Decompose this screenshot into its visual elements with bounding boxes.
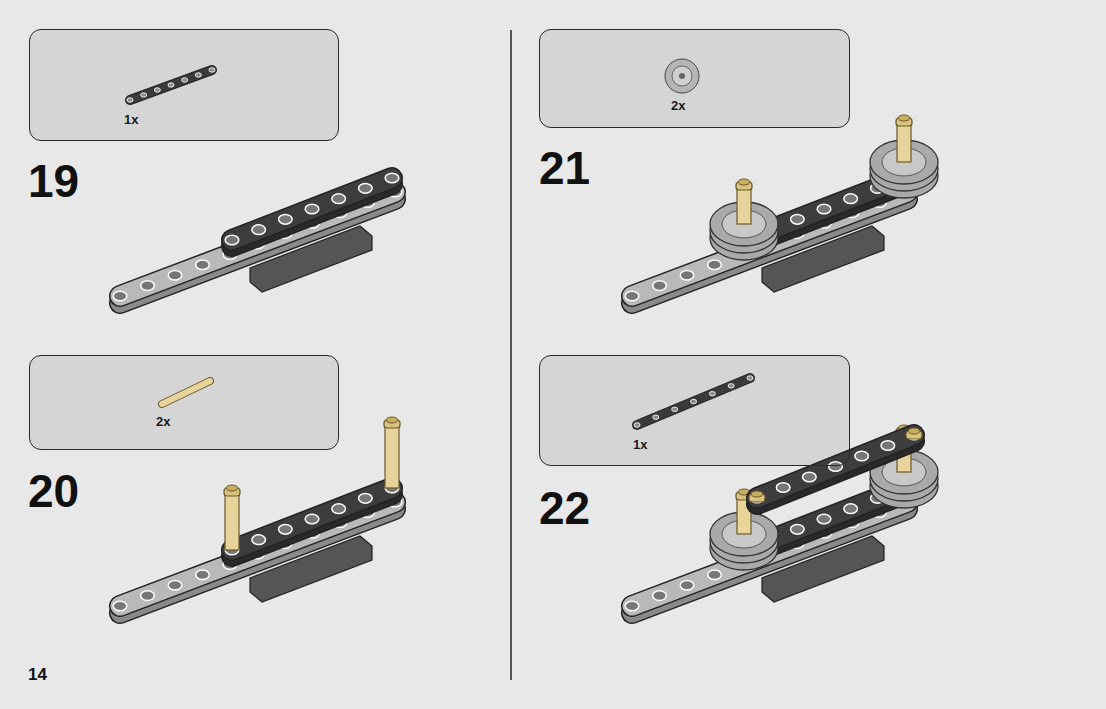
- pin: [896, 115, 912, 162]
- parts-box: 2x: [539, 29, 850, 128]
- parts-box-fill: [539, 29, 850, 128]
- parts-box-fill: [29, 29, 339, 141]
- pin: [384, 417, 400, 488]
- pin-icon: [162, 381, 210, 404]
- part-quantity: 1x: [124, 112, 138, 127]
- step-number: 20: [28, 468, 79, 514]
- part-quantity: 2x: [671, 98, 685, 113]
- step-illustration: [625, 425, 938, 613]
- step-number: 21: [539, 145, 590, 191]
- pin: [749, 491, 765, 502]
- parts-box: 1x: [29, 29, 339, 141]
- pin: [736, 179, 752, 224]
- parts-box: 1x: [539, 355, 850, 466]
- step-number: 22: [539, 485, 590, 531]
- beam-icon: [127, 68, 215, 102]
- beam: [225, 173, 399, 246]
- step-illustration: [113, 173, 402, 303]
- parts-box-fill: [539, 355, 850, 466]
- parts-box: 2x: [29, 355, 339, 450]
- beam: [225, 483, 399, 556]
- pin: [906, 428, 922, 439]
- part-quantity: 2x: [156, 414, 170, 429]
- pin: [224, 485, 240, 550]
- parts-box-fill: [29, 355, 339, 450]
- divider-line: [510, 30, 512, 680]
- page-number: 14: [28, 666, 47, 683]
- step-illustration: [113, 417, 402, 613]
- step-number: 19: [28, 158, 79, 204]
- pulley-icon: [665, 59, 699, 93]
- beam-icon: [634, 376, 753, 427]
- beam: [750, 430, 921, 504]
- part-quantity: 1x: [633, 437, 647, 452]
- step-illustration: [625, 115, 938, 303]
